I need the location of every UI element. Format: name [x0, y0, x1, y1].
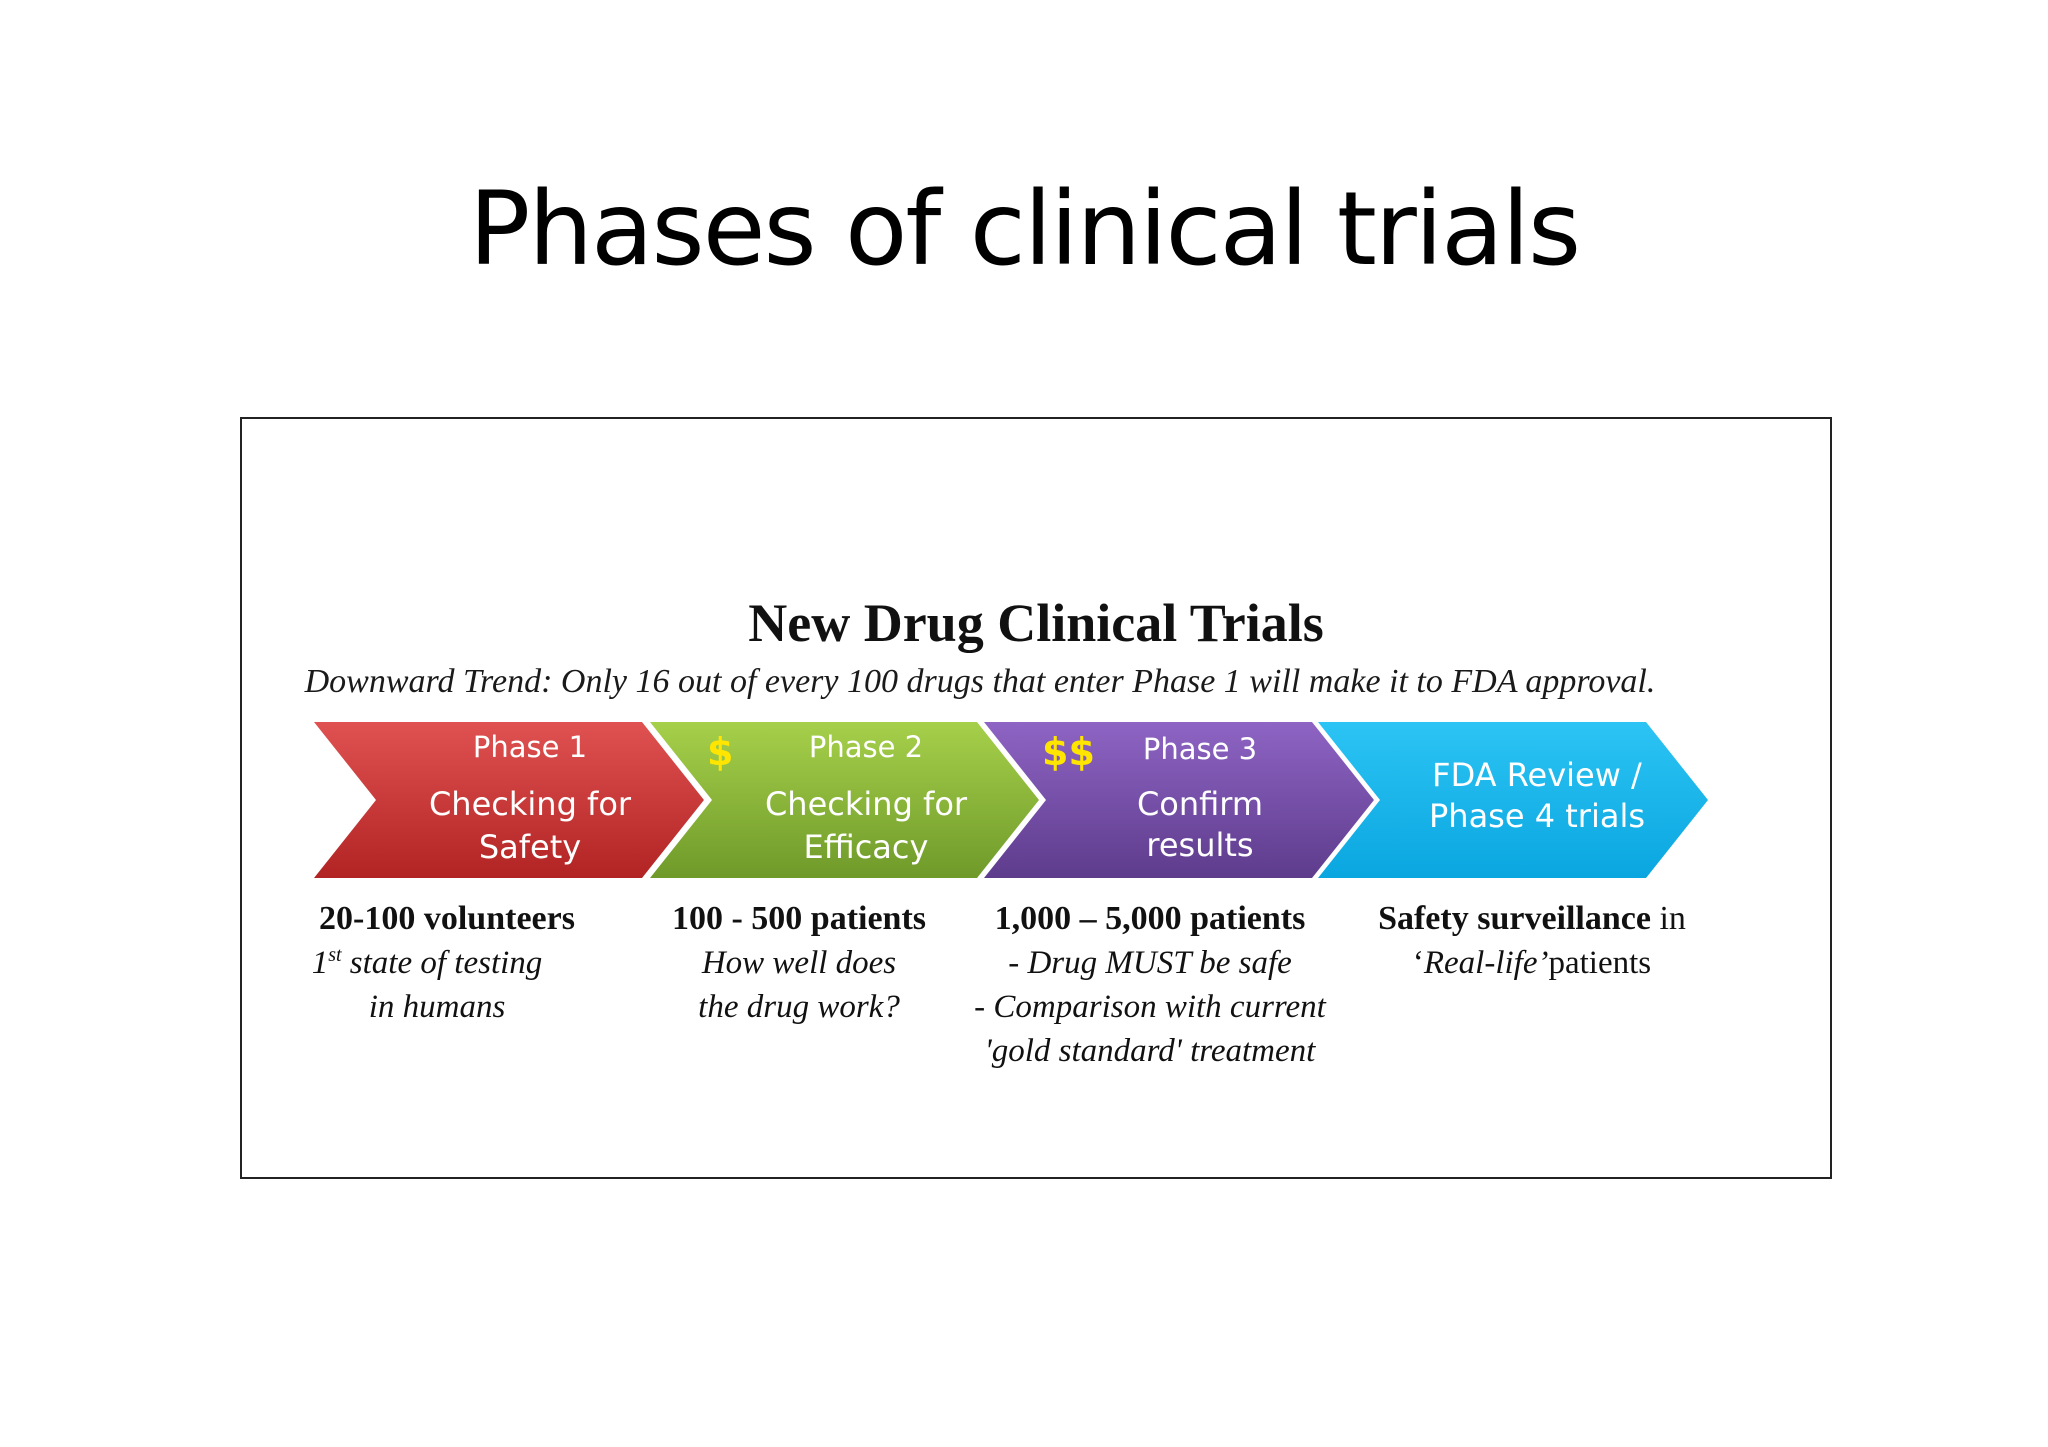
phase-1-desc-head: 20-100 volunteers [319, 900, 575, 937]
slide-title: Phases of clinical trials [468, 170, 1581, 289]
phase-3-heading: Phase 3 [1142, 732, 1258, 766]
figure-title: New Drug Clinical Trials [748, 593, 1324, 653]
phase-3-desc-line3: 'gold standard' treatment [984, 1033, 1316, 1069]
phase-1-line2: Safety [478, 828, 582, 866]
phase-2-line2: Efficacy [803, 828, 929, 866]
phase-3-desc-line2: - Comparison with current [974, 989, 1326, 1025]
figure-subtitle: Downward Trend: Only 16 out of every 100… [304, 663, 1656, 700]
phase-2-desc-line2: the drug work? [698, 989, 900, 1025]
phase-3-desc-line1: - Drug MUST be safe [1008, 945, 1292, 981]
phase-2-chevron [650, 722, 1039, 878]
phase-4-desc-line1: ‘Real-life’patients [1412, 945, 1652, 981]
phase-3-cost-icon: $$ [1042, 730, 1095, 774]
phase-2-desc-line1: How well does [701, 945, 897, 981]
phase-4-line1: FDA Review / [1432, 756, 1642, 794]
phase-1-heading: Phase 1 [472, 730, 588, 764]
phase-2-desc-head: 100 - 500 patients [671, 900, 927, 937]
phase-3-chevron [984, 722, 1374, 878]
phase-2-heading: Phase 2 [808, 730, 924, 764]
phase-2-cost-icon: $ [707, 730, 734, 774]
phase-1-chevron [314, 722, 704, 878]
phase-3-line1: Confirm [1136, 785, 1264, 823]
phase-2-line1: Checking for [764, 785, 968, 823]
figure-frame: New Drug Clinical Trials Downward Trend:… [240, 417, 1832, 1179]
phase-chevrons [314, 722, 1708, 878]
phase-1-line1: Checking for [428, 785, 632, 823]
phase-4-desc-head: Safety surveillance in [1378, 900, 1686, 937]
phase-4-line2: Phase 4 trials [1428, 797, 1645, 835]
phase-4-chevron [1318, 722, 1708, 878]
phase-3-desc-head: 1,000 – 5,000 patients [994, 900, 1306, 937]
phase-1-desc-line1: 1st state of testing [311, 944, 543, 981]
phase-3-line2: results [1146, 826, 1254, 864]
phase-1-desc-line2: in humans [368, 989, 506, 1025]
